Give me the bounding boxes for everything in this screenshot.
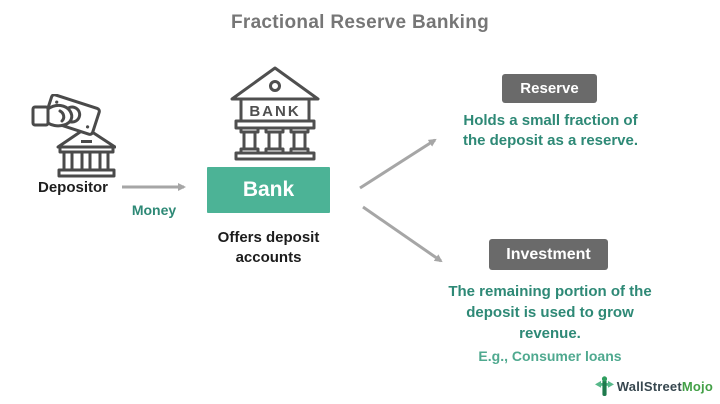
wallstreetmojo-logo: WallStreetMojo — [594, 376, 713, 397]
wallstreetmojo-logo-text: WallStreetMojo — [617, 379, 713, 394]
bank-building-icon: BANK — [230, 66, 320, 161]
investment-example: E.g., Consumer loans — [478, 348, 622, 364]
reserve-description-line-1: Holds a small fraction of — [463, 112, 638, 129]
reserve-description-line-2: the deposit as a reserve. — [462, 132, 639, 149]
reserve-description: Holds a small fraction of the deposit as… — [443, 111, 658, 151]
investment-description: The remaining portion of the deposit is … — [430, 281, 670, 344]
page-title: Fractional Reserve Banking — [230, 12, 490, 33]
bank-caption: Offers deposit accounts — [208, 228, 329, 268]
bank-building-sign: BANK — [249, 103, 300, 120]
logo-text-primary: WallStreet — [616, 379, 682, 394]
bank-caption-line-1: Offers deposit — [217, 229, 320, 246]
logo-text-secondary: Mojo — [681, 379, 713, 394]
depositor-label: Depositor — [37, 179, 108, 196]
money-flow-label: Money — [131, 202, 177, 218]
arrow-bank-to-reserve — [359, 138, 437, 190]
wallstreetmojo-logo-icon — [594, 376, 614, 396]
depositor-icon — [31, 94, 116, 178]
reserve-node: Reserve — [502, 74, 597, 103]
bank-node: Bank — [207, 167, 330, 213]
investment-node: Investment — [489, 239, 608, 270]
investment-description-line-3: revenue. — [519, 325, 581, 342]
arrow-bank-to-investment — [362, 205, 443, 263]
investment-description-line-2: deposit is used to grow — [466, 304, 634, 321]
investment-description-line-1: The remaining portion of the — [448, 283, 652, 300]
bank-caption-line-2: accounts — [235, 249, 302, 266]
